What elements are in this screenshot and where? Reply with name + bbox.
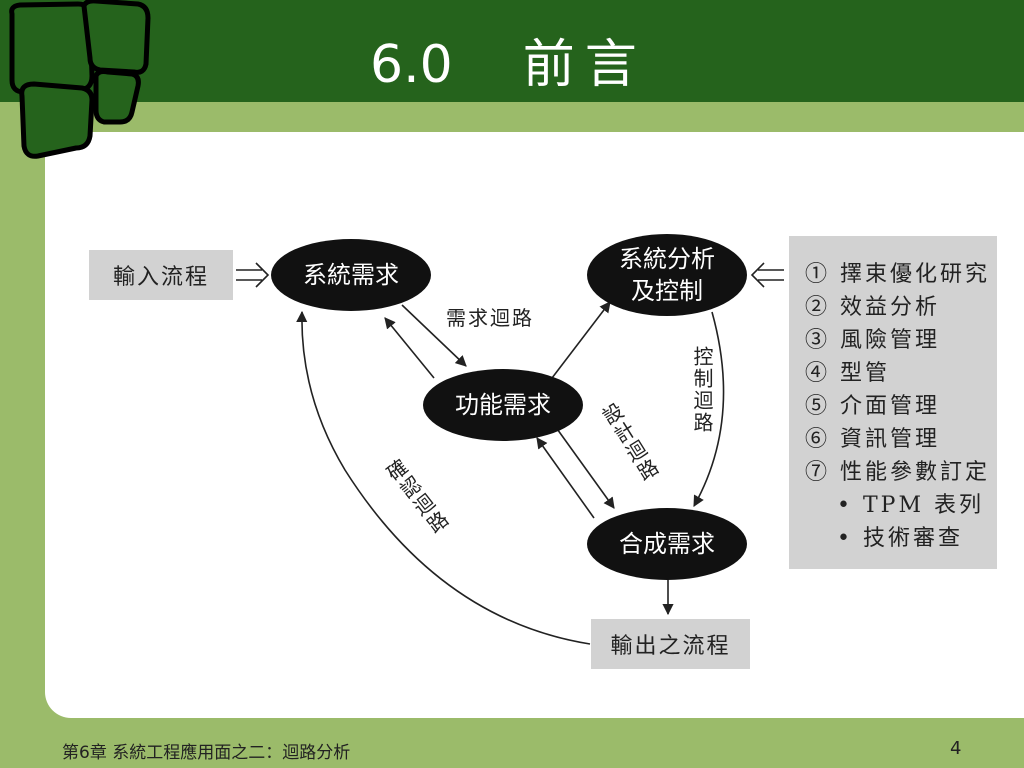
requirements-loop-down-arrow xyxy=(401,304,467,367)
design-loop-up-arrow xyxy=(536,437,595,519)
node-system-requirements: 系統需求 xyxy=(271,239,431,311)
output-flow-box: 輸出之流程 xyxy=(591,619,750,669)
node-functional-requirements: 功能需求 xyxy=(423,369,583,441)
header-accent-band xyxy=(0,102,1024,132)
panel-item: ⑦ 性能參數訂定 xyxy=(805,460,990,485)
panel-item: ④ 型管 xyxy=(805,361,890,386)
panel-item: ⑥ 資訊管理 xyxy=(805,427,940,452)
panel-item: ③ 風險管理 xyxy=(805,328,940,353)
node-system-analysis-control: 系統分析 及控制 xyxy=(587,234,747,316)
node-synthesis-requirements: 合成需求 xyxy=(587,508,747,580)
functional-to-analysis-arrow xyxy=(551,301,611,379)
requirements-loop-up-arrow xyxy=(384,317,435,379)
panel-sub-item: • TPM 表列 xyxy=(837,493,984,518)
node-functional-requirements-label: 功能需求 xyxy=(455,391,551,419)
footer-chapter-text: 第6章 系統工程應用面之二：迴路分析 xyxy=(62,743,351,763)
input-arrow xyxy=(236,269,262,281)
input-flow-box: 輸入流程 xyxy=(89,250,233,300)
control-loop-arrow xyxy=(693,311,725,507)
verification-loop-arrow xyxy=(296,310,591,645)
header-bar xyxy=(0,0,1024,102)
node-system-analysis-line1: 系統分析 xyxy=(619,245,715,273)
control-loop-label: 控制迴路 xyxy=(690,346,714,434)
analysis-items-panel: ① 擇束優化研究 ② 效益分析 ③ 風險管理 ④ 型管 ⑤ 介面管理 ⑥ 資訊管… xyxy=(789,236,997,569)
title-text: 前言 xyxy=(522,35,647,95)
title-number: 6.0 xyxy=(370,35,453,95)
panel-item: ⑤ 介面管理 xyxy=(805,394,940,419)
panel-item: ② 效益分析 xyxy=(805,295,940,320)
design-loop-down-arrow xyxy=(554,425,615,509)
node-system-analysis-line2: 及控制 xyxy=(631,277,703,305)
panel-arrow xyxy=(758,269,784,281)
input-arrow-head xyxy=(255,262,270,288)
logo-blocks-icon xyxy=(9,0,151,159)
slide-title: 6.0 前言 xyxy=(370,22,647,97)
requirements-loop-label: 需求迴路 xyxy=(446,306,534,330)
panel-item: ① 擇束優化研究 xyxy=(805,262,990,287)
panel-sub-item: • 技術審查 xyxy=(837,526,963,551)
page-number: 4 xyxy=(950,738,962,759)
panel-arrow-head xyxy=(750,262,765,288)
